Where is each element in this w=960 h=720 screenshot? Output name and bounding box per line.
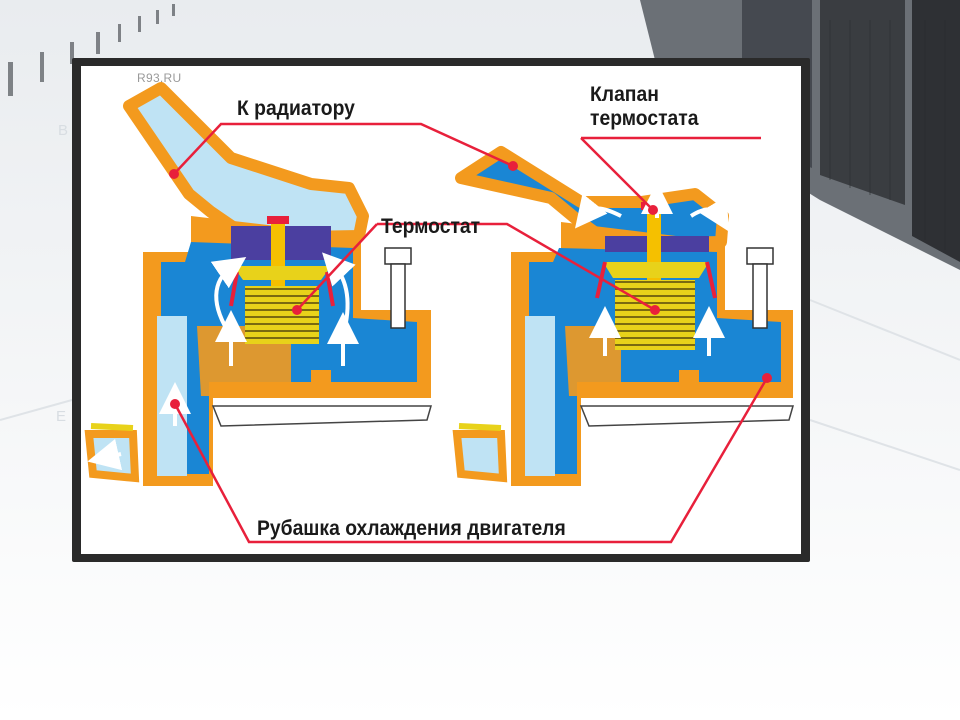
watermark: R93.RU <box>137 71 182 85</box>
open-thermostat-assembly <box>452 146 794 486</box>
label-valve-line1: Клапан <box>590 83 659 106</box>
radiator-hose-left <box>123 82 369 244</box>
flow-arrows-left <box>87 252 359 471</box>
label-to-radiator: К радиатору <box>237 97 355 120</box>
bolt-right <box>746 247 774 329</box>
bolt-left <box>384 247 412 329</box>
label-valve-line2: термостата <box>590 107 699 130</box>
leader-lines <box>173 122 769 544</box>
background-letter-b: B <box>58 122 69 139</box>
background-letter-e: E <box>56 408 67 425</box>
label-cooling-jacket: Рубашка охлаждения двигателя <box>257 517 566 540</box>
label-thermostat: Термостат <box>381 215 481 238</box>
thermostat-right <box>595 202 717 350</box>
closed-thermostat-assembly <box>84 82 432 486</box>
flow-arrows-right <box>574 182 730 356</box>
coolant-chamber-right <box>529 248 781 474</box>
cooling-jacket-right <box>452 430 508 483</box>
thermostat-left <box>229 216 335 344</box>
thermostat-diagram: R93.RU К радиатору Клапан термостата Тер… <box>81 66 801 554</box>
diagram-svg <box>84 82 794 544</box>
